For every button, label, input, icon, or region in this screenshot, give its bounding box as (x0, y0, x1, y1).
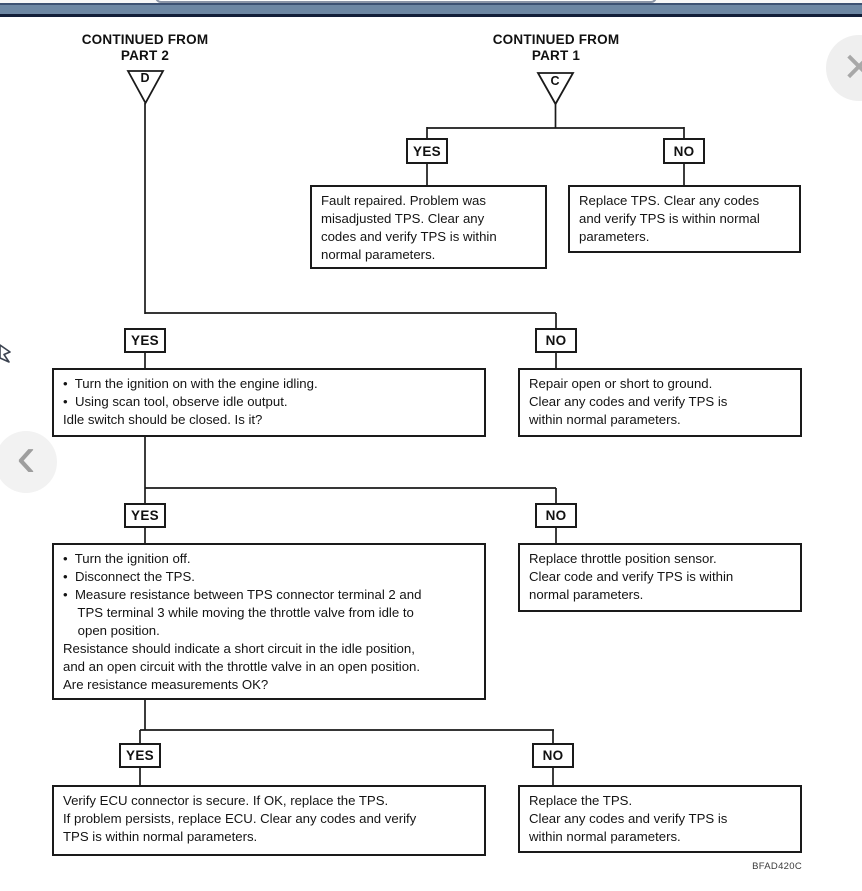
yes-label-branch2: YES (124, 328, 166, 353)
branch1-no-box: Replace TPS. Clear any codes and verify … (568, 185, 801, 253)
branch1-yes-box: Fault repaired. Problem was misadjusted … (310, 185, 547, 269)
yes-label-branch1: YES (406, 138, 448, 164)
previous-page-button[interactable]: ‹ (0, 423, 57, 493)
branch3-yes-box: • Turn the ignition off. • Disconnect th… (52, 543, 486, 700)
branch2-yes-box: • Turn the ignition on with the engine i… (52, 368, 486, 437)
connector-triangle-c (536, 72, 575, 106)
continued-from-title: CONTINUED FROM (81, 32, 209, 47)
continued-from-part2-header: CONTINUED FROM PART 2 (45, 32, 245, 64)
continued-from-title: CONTINUED FROM (492, 32, 620, 47)
no-label-branch4: NO (532, 743, 574, 768)
continued-from-part1-header: CONTINUED FROM PART 1 (456, 32, 656, 64)
no-label-branch1: NO (663, 138, 705, 164)
no-label-branch3: NO (535, 503, 577, 528)
viewer-divider-bar (0, 3, 862, 17)
connector-letter-d: D (140, 71, 150, 85)
continued-from-subtitle: PART 2 (120, 48, 170, 63)
yes-label-branch4: YES (119, 743, 161, 768)
branch3-no-box: Replace throttle position sensor. Clear … (518, 543, 802, 612)
yes-label-branch3: YES (124, 503, 166, 528)
cursor-artifact-icon (0, 344, 11, 363)
connector-letter-c: C (550, 74, 560, 88)
chevron-left-icon: ‹ (16, 423, 36, 489)
branch2-no-box: Repair open or short to ground. Clear an… (518, 368, 802, 437)
connector-triangle-d (126, 70, 165, 105)
continued-from-subtitle: PART 1 (531, 48, 581, 63)
branch4-yes-box: Verify ECU connector is secure. If OK, r… (52, 785, 486, 856)
no-label-branch2: NO (535, 328, 577, 353)
figure-reference-code: BFAD420C (752, 861, 802, 872)
close-icon: ✕ (842, 46, 862, 90)
branch4-no-box: Replace the TPS. Clear any codes and ver… (518, 785, 802, 853)
